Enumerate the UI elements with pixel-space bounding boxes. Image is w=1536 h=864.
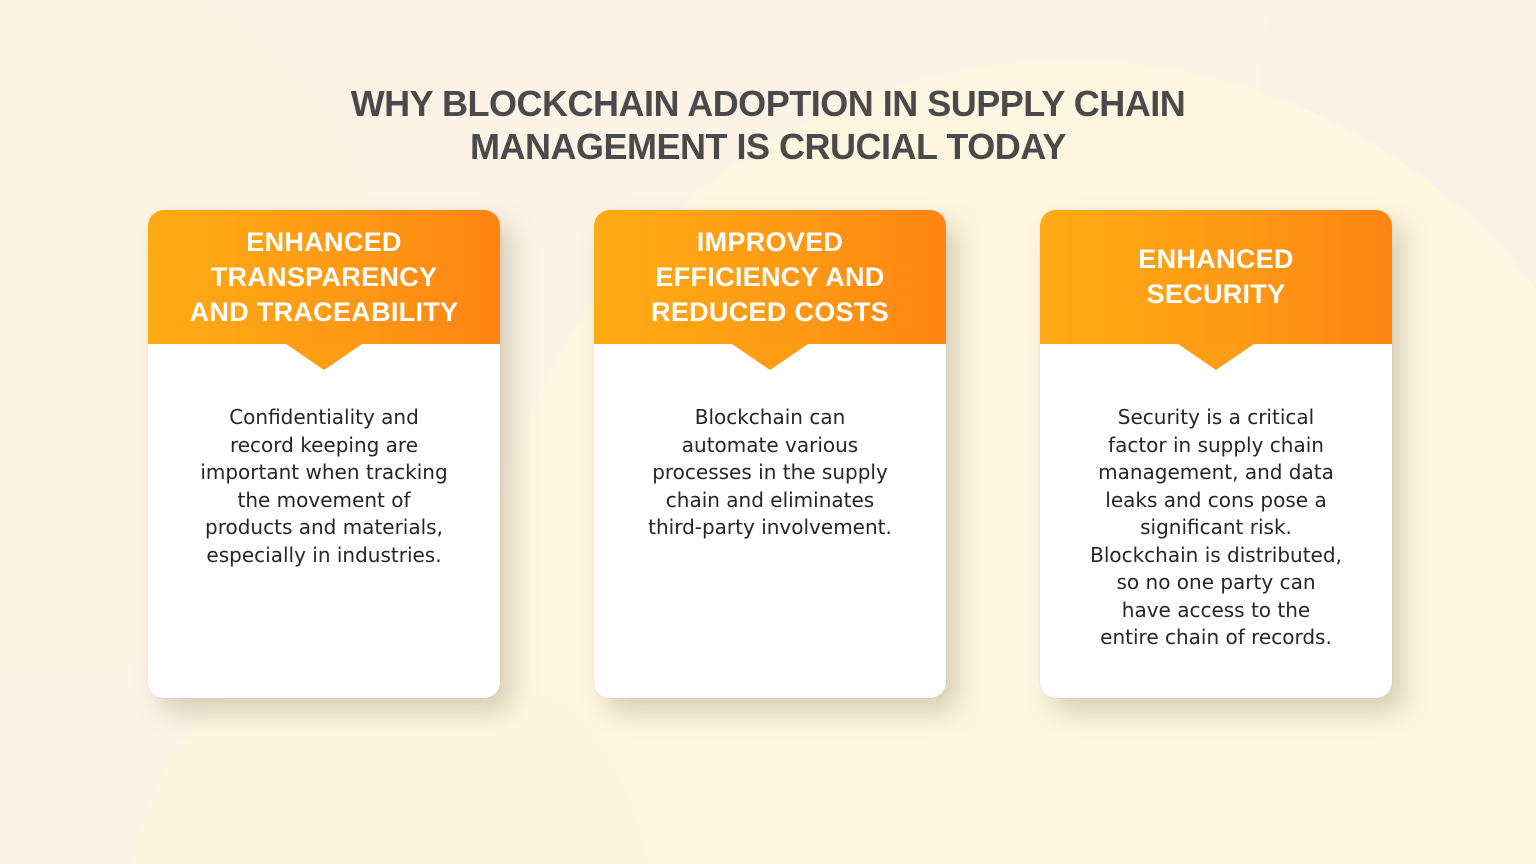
heading-line: SECURITY xyxy=(1146,279,1286,309)
card-header: ENHANCED TRANSPARENCY AND TRACEABILITY xyxy=(148,210,500,344)
card-body: Confidentiality and record keeping are i… xyxy=(148,344,500,569)
heading-line: AND TRACEABILITY xyxy=(189,296,459,327)
body-line: processes in the supply xyxy=(652,460,888,484)
body-line: have access to the xyxy=(1121,597,1311,622)
body-line: automate various xyxy=(681,432,859,457)
body-line: factor in supply chain xyxy=(1108,432,1324,457)
body-line: the movement of xyxy=(237,487,411,512)
body-line: third-party involvement. xyxy=(648,515,892,539)
title-line: MANAGEMENT IS CRUCIAL TODAY xyxy=(470,126,1066,167)
body-line: especially in industries. xyxy=(206,542,442,567)
heading-line: ENHANCED xyxy=(246,226,402,257)
card-security: ENHANCED SECURITY Security is a critical… xyxy=(1040,210,1392,698)
heading-line: TRANSPARENCY xyxy=(210,261,438,292)
body-line: Blockchain is distributed, xyxy=(1090,542,1342,567)
card-body: Blockchain can automate various processe… xyxy=(594,344,946,542)
body-line: products and materials, xyxy=(205,515,443,539)
body-line: Blockchain can xyxy=(694,405,846,429)
card-heading: ENHANCED SECURITY xyxy=(1124,242,1307,312)
card-body: Security is a critical factor in supply … xyxy=(1040,344,1392,652)
body-line: important when tracking xyxy=(200,460,448,484)
card-header: ENHANCED SECURITY xyxy=(1040,210,1392,344)
body-line: entire chain of records. xyxy=(1100,625,1332,649)
heading-line: ENHANCED xyxy=(1138,244,1294,274)
body-line: record keeping are xyxy=(229,432,419,457)
heading-line: IMPROVED xyxy=(696,226,844,257)
card-heading: ENHANCED TRANSPARENCY AND TRACEABILITY xyxy=(176,225,473,330)
card-efficiency: IMPROVED EFFICIENCY AND REDUCED COSTS Bl… xyxy=(594,210,946,698)
body-line: leaks and cons pose a xyxy=(1105,487,1327,512)
page-title: WHY BLOCKCHAIN ADOPTION IN SUPPLY CHAIN … xyxy=(0,82,1536,168)
title-line: WHY BLOCKCHAIN ADOPTION IN SUPPLY CHAIN xyxy=(350,83,1186,124)
card-transparency: ENHANCED TRANSPARENCY AND TRACEABILITY C… xyxy=(148,210,500,698)
card-header: IMPROVED EFFICIENCY AND REDUCED COSTS xyxy=(594,210,946,344)
body-line: so no one party can xyxy=(1116,570,1316,594)
body-line: chain and eliminates xyxy=(665,487,875,512)
heading-line: REDUCED COSTS xyxy=(651,296,889,327)
card-heading: IMPROVED EFFICIENCY AND REDUCED COSTS xyxy=(637,225,903,330)
body-line: Confidentiality and xyxy=(229,405,419,429)
heading-line: EFFICIENCY AND xyxy=(655,261,885,292)
body-line: Security is a critical xyxy=(1117,405,1315,429)
body-line: management, and data xyxy=(1098,460,1334,484)
body-line: significant risk. xyxy=(1140,515,1292,539)
